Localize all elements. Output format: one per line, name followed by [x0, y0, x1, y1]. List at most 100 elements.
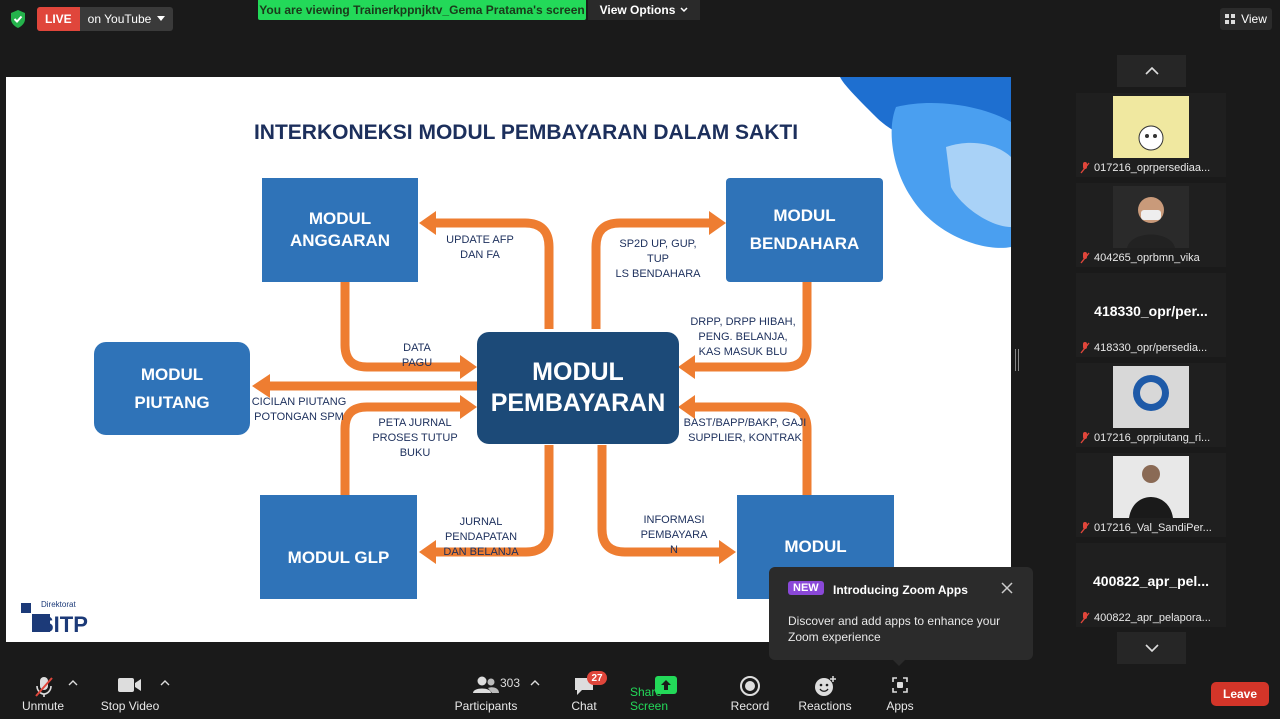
arrow-jurnal: [434, 445, 554, 557]
arrowhead-update-afp: [419, 211, 436, 235]
box-line-1: MODUL: [773, 206, 836, 225]
record-label: Record: [730, 699, 770, 713]
scroll-down-button[interactable]: [1117, 632, 1186, 664]
participant-display-name: 400822_apr_pel...: [1093, 573, 1209, 589]
box-line-1: MODUL: [308, 209, 372, 228]
panel-resize-handle[interactable]: [1015, 349, 1019, 371]
label-update-afp: UPDATE AFP DAN FA: [431, 233, 529, 263]
label-sp2d: SP2D UP, GUP, TUP LS BENDAHARA: [606, 237, 710, 282]
participant-tile[interactable]: 017216_oprpersediaa...: [1076, 93, 1226, 177]
label-peta-jurnal: PETA JURNAL PROSES TUTUP BUKU: [356, 416, 474, 461]
logo-square-2: [32, 614, 50, 632]
box-modul-anggaran: MODUL ANGGARAN: [262, 178, 418, 282]
participant-tile[interactable]: 404265_oprbmn_vika: [1076, 183, 1226, 267]
arrow-informasi: [597, 445, 721, 557]
label-line: PEMBAYARA: [640, 529, 708, 541]
label-data-pagu: DATA PAGU: [386, 341, 448, 371]
video-options-caret-icon[interactable]: [160, 678, 170, 688]
participant-name-label: 418330_opr/persedia...: [1094, 342, 1208, 354]
participant-video-image: [1113, 186, 1189, 248]
arrowhead-peta-jurnal: [460, 395, 477, 419]
box-line-1: MODUL GLP: [287, 548, 390, 567]
label-line: PROSES TUTUP BUKU: [372, 432, 458, 459]
label-jurnal: JURNAL PENDAPATAN DAN BELANJA: [436, 515, 526, 560]
sitp-logo-mark: [21, 603, 50, 632]
apps-button[interactable]: Apps: [880, 670, 920, 719]
label-line: DRPP, DRPP HIBAH,: [690, 316, 796, 328]
shared-screen-slide: INTERKONEKSI MODUL PEMBAYARAN DALAM SAKT…: [6, 77, 1011, 642]
arrows: [268, 218, 812, 557]
participant-name: 017216_Val_SandiPer...: [1080, 522, 1212, 534]
participant-name-label: 017216_oprpiutang_ri...: [1094, 432, 1211, 444]
muted-mic-icon: [1080, 162, 1090, 174]
audio-options-caret-icon[interactable]: [68, 678, 78, 688]
participants-caret-icon[interactable]: [530, 678, 540, 688]
arrowhead-data-pagu: [460, 355, 477, 379]
video-camera-icon: [118, 678, 141, 692]
participant-display-name: 418330_opr/per...: [1094, 303, 1208, 319]
reactions-label: Reactions: [798, 699, 852, 713]
stop-video-label: Stop Video: [100, 699, 160, 713]
chat-unread-badge: 27: [587, 671, 607, 685]
popup-title: Introducing Zoom Apps: [833, 583, 968, 597]
participant-name: 404265_oprbmn_vika: [1080, 252, 1200, 264]
stop-video-button[interactable]: Stop Video: [97, 670, 163, 719]
zoom-apps-popup: NEW Introducing Zoom Apps Discover and a…: [769, 567, 1033, 666]
participant-tile[interactable]: 418330_opr/per... 418330_opr/persedia...: [1076, 273, 1226, 357]
arrowhead-drpp: [678, 355, 695, 379]
muted-mic-icon: [1080, 252, 1090, 264]
participant-tile[interactable]: 017216_oprpiutang_ri...: [1076, 363, 1226, 447]
label-line: BAST/BAPP/BAKP, GAJI: [683, 417, 807, 429]
participant-tile[interactable]: 017216_Val_SandiPer...: [1076, 453, 1226, 537]
arrow-data-pagu: [340, 282, 463, 372]
label-line: PENG. BELANJA,: [698, 331, 788, 343]
label-line: PAGU: [401, 357, 433, 369]
share-screen-button[interactable]: Share Screen: [630, 670, 702, 719]
label-line: SP2D UP, GUP,: [619, 238, 697, 250]
view-button[interactable]: View: [1220, 8, 1272, 30]
muted-mic-icon: [1080, 612, 1090, 624]
arrowhead-sp2d: [709, 211, 726, 235]
view-options-button[interactable]: View Options: [588, 0, 700, 20]
slide-graphics: [21, 77, 1011, 632]
box-line-1: MODUL: [532, 358, 624, 386]
label-line: POTONGAN SPM: [254, 411, 344, 423]
live-streaming-menu[interactable]: LIVE on YouTube: [37, 7, 174, 31]
box-line-1: MODUL: [140, 364, 204, 384]
label-drpp: DRPP, DRPP HIBAH, PENG. BELANJA, KAS MAS…: [688, 315, 798, 360]
participant-name: 017216_oprpiutang_ri...: [1080, 432, 1210, 444]
participants-count: 303: [500, 676, 521, 690]
leave-button[interactable]: Leave: [1211, 682, 1269, 706]
caret-down-icon: [157, 16, 166, 21]
muted-mic-icon: [1080, 522, 1090, 534]
participant-name: 418330_opr/persedia...: [1080, 342, 1207, 354]
viewing-banner: You are viewing Trainerkppnjktv_Gema Pra…: [258, 0, 586, 20]
box-line-2: PIUTANG: [134, 392, 210, 412]
arrowhead-cicilan: [252, 374, 270, 398]
record-button[interactable]: Record: [726, 670, 774, 719]
new-badge: NEW: [788, 581, 824, 595]
box-line-2: ANGGARAN: [289, 231, 391, 250]
label-bast: BAST/BAPP/BAKP, GAJI SUPPLIER, KONTRAK: [682, 416, 808, 446]
unmute-button[interactable]: Unmute: [14, 670, 72, 719]
arrow-peta-jurnal: [340, 402, 463, 495]
label-informasi: INFORMASI PEMBAYARA N: [634, 513, 714, 558]
label-line: JURNAL: [459, 516, 503, 528]
label-line: SUPPLIER, KONTRAK: [688, 432, 802, 444]
reactions-button[interactable]: Reactions: [797, 670, 853, 719]
label-line: INFORMASI: [643, 514, 705, 526]
participants-icon: [473, 676, 499, 693]
muted-mic-icon: [1080, 342, 1090, 354]
logo-square-1: [21, 603, 31, 613]
security-shield-icon[interactable]: [8, 9, 28, 29]
participants-button[interactable]: 303 Participants: [452, 670, 520, 719]
scroll-up-button[interactable]: [1117, 55, 1186, 87]
box-modul-glp: MODUL GLP: [260, 495, 417, 599]
label-line: DAN FA: [460, 249, 500, 261]
participant-tile[interactable]: 400822_apr_pel... 400822_apr_pelapora...: [1076, 543, 1226, 627]
live-destination-label: on YouTube: [87, 12, 152, 26]
arrow-drpp: [692, 282, 812, 372]
sitp-logo-small-text: Direktorat: [41, 600, 76, 609]
close-icon[interactable]: [1000, 581, 1014, 595]
label-line: DATA: [403, 342, 431, 354]
